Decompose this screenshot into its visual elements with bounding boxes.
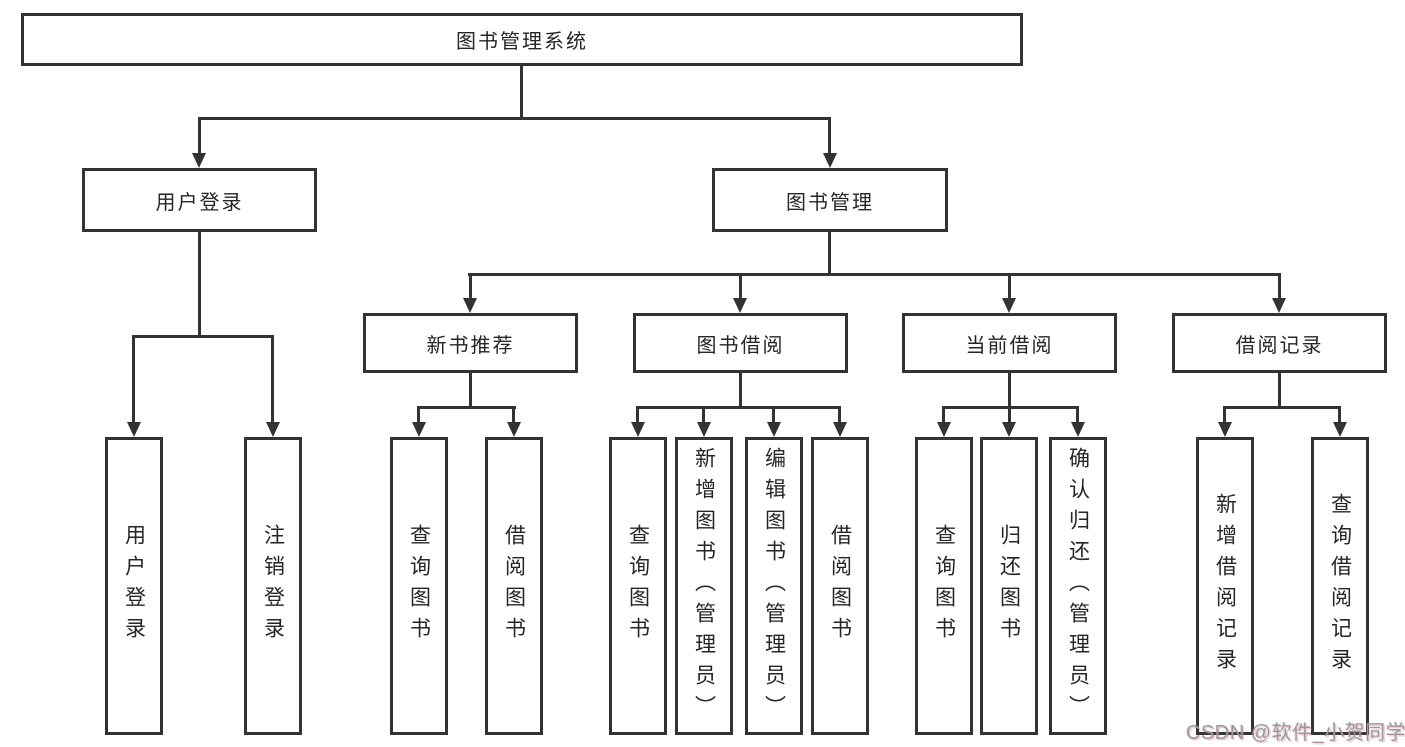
- node-book-management-label: 图书管理: [786, 191, 874, 214]
- node-book-management: 图书管理: [712, 168, 948, 232]
- node-book-borrowing-label: 图书借阅: [696, 334, 785, 357]
- leaf-query-books-current-label: 查询图书: [932, 524, 956, 648]
- connector-root-drop-right: [828, 117, 831, 155]
- arrow-down-current-borrowing: [1002, 298, 1016, 313]
- connector-book-mgmt-drop-4: [1278, 273, 1281, 299]
- leaf-borrow-books-recommend: 借阅图书: [485, 437, 543, 735]
- connector-current-drop-3: [1076, 406, 1079, 424]
- connector-borrowing-drop-3: [772, 406, 775, 424]
- arrow-down-book-borrowing: [733, 298, 747, 313]
- arrow-down-borrow-books-borrowing: [833, 422, 847, 437]
- connector-current-drop-2: [1008, 406, 1011, 424]
- arrow-down-book-management: [823, 153, 837, 168]
- node-borrowing-records-label: 借阅记录: [1235, 334, 1324, 357]
- connector-book-mgmt-drop-3: [1008, 273, 1011, 299]
- arrow-down-add-books-admin: [697, 422, 711, 437]
- leaf-logout-label: 注销登录: [261, 524, 285, 648]
- node-user-login: 用户登录: [82, 168, 317, 232]
- arrow-down-return-books: [1002, 422, 1016, 437]
- arrow-down-new-book-recommend: [463, 298, 477, 313]
- arrow-down-leaf-logout: [266, 422, 280, 437]
- leaf-edit-books-admin: 编辑图书（管理员）: [745, 437, 803, 735]
- arrow-down-edit-books-admin: [767, 422, 781, 437]
- connector-borrowing-stem: [739, 373, 742, 406]
- node-borrowing-records: 借阅记录: [1172, 313, 1387, 373]
- leaf-query-books-recommend-label: 查询图书: [407, 524, 431, 648]
- connector-borrowing-drop-2: [702, 406, 705, 424]
- connector-current-stem: [1008, 373, 1011, 406]
- node-new-book-recommend-label: 新书推荐: [426, 334, 515, 357]
- leaf-add-borrow-record-label: 新增借阅记录: [1213, 493, 1237, 679]
- connector-recommend-bar: [417, 406, 516, 409]
- connector-book-mgmt-bar: [468, 273, 1281, 276]
- connector-current-drop-1: [942, 406, 945, 424]
- node-current-borrowing: 当前借阅: [902, 313, 1117, 373]
- node-book-borrowing: 图书借阅: [633, 313, 848, 373]
- arrow-down-add-borrow-record: [1218, 422, 1232, 437]
- arrow-down-query-books-recommend: [412, 422, 426, 437]
- arrow-down-borrowing-records: [1272, 298, 1286, 313]
- arrow-down-user-login: [192, 153, 206, 168]
- leaf-borrow-books-borrowing: 借阅图书: [811, 437, 869, 735]
- node-root: 图书管理系统: [21, 13, 1023, 66]
- connector-recommend-drop-1: [417, 406, 420, 424]
- arrow-down-confirm-return-admin: [1071, 422, 1085, 437]
- connector-user-login-drop-2: [271, 335, 274, 424]
- leaf-logout: 注销登录: [244, 437, 302, 735]
- connector-borrowing-drop-4: [838, 406, 841, 424]
- connector-user-login-stem: [198, 232, 201, 335]
- connector-user-login-bar: [132, 335, 274, 338]
- leaf-edit-books-admin-label: 编辑图书（管理员）: [762, 446, 786, 726]
- leaf-query-borrow-record-label: 查询借阅记录: [1328, 493, 1352, 679]
- connector-records-drop-1: [1223, 406, 1226, 424]
- connector-user-login-drop-1: [132, 335, 135, 424]
- node-user-login-label: 用户登录: [155, 191, 244, 214]
- connector-records-stem: [1278, 373, 1281, 406]
- connector-recommend-drop-2: [512, 406, 515, 424]
- leaf-return-books-label: 归还图书: [997, 524, 1021, 648]
- connector-root-stem: [520, 66, 523, 117]
- connector-root-bar: [198, 117, 831, 120]
- leaf-query-borrow-record: 查询借阅记录: [1311, 437, 1369, 735]
- arrow-down-borrow-books-recommend: [507, 422, 521, 437]
- node-root-label: 图书管理系统: [456, 31, 588, 53]
- csdn-watermark: CSDN @软件_小贺同学: [1186, 722, 1405, 744]
- connector-root-drop-left: [198, 117, 201, 155]
- connector-records-drop-2: [1338, 406, 1341, 424]
- leaf-confirm-return-admin: 确认归还（管理员）: [1049, 437, 1107, 735]
- connector-book-mgmt-stem: [828, 232, 831, 273]
- leaf-user-login: 用户登录: [105, 437, 163, 735]
- arrow-down-query-books-current: [937, 422, 951, 437]
- connector-recommend-stem: [469, 373, 472, 406]
- node-new-book-recommend: 新书推荐: [363, 313, 578, 373]
- node-current-borrowing-label: 当前借阅: [965, 334, 1054, 357]
- connector-book-mgmt-drop-1: [469, 273, 472, 299]
- connector-borrowing-bar: [636, 406, 841, 409]
- leaf-add-borrow-record: 新增借阅记录: [1196, 437, 1254, 735]
- leaf-user-login-label: 用户登录: [122, 524, 146, 648]
- leaf-return-books: 归还图书: [980, 437, 1038, 735]
- leaf-borrow-books-borrowing-label: 借阅图书: [828, 524, 852, 648]
- leaf-confirm-return-admin-label: 确认归还（管理员）: [1066, 446, 1090, 726]
- leaf-query-books-borrowing-label: 查询图书: [626, 524, 650, 648]
- leaf-query-books-recommend: 查询图书: [390, 437, 448, 735]
- connector-records-bar: [1223, 406, 1341, 409]
- leaf-query-books-current: 查询图书: [915, 437, 973, 735]
- leaf-query-books-borrowing: 查询图书: [609, 437, 667, 735]
- arrow-down-leaf-user-login: [127, 422, 141, 437]
- leaf-add-books-admin-label: 新增图书（管理员）: [692, 446, 716, 726]
- connector-borrowing-drop-1: [636, 406, 639, 424]
- connector-book-mgmt-drop-2: [739, 273, 742, 299]
- leaf-borrow-books-recommend-label: 借阅图书: [502, 524, 526, 648]
- arrow-down-query-books-borrowing: [631, 422, 645, 437]
- leaf-add-books-admin: 新增图书（管理员）: [675, 437, 733, 735]
- arrow-down-query-borrow-record: [1333, 422, 1347, 437]
